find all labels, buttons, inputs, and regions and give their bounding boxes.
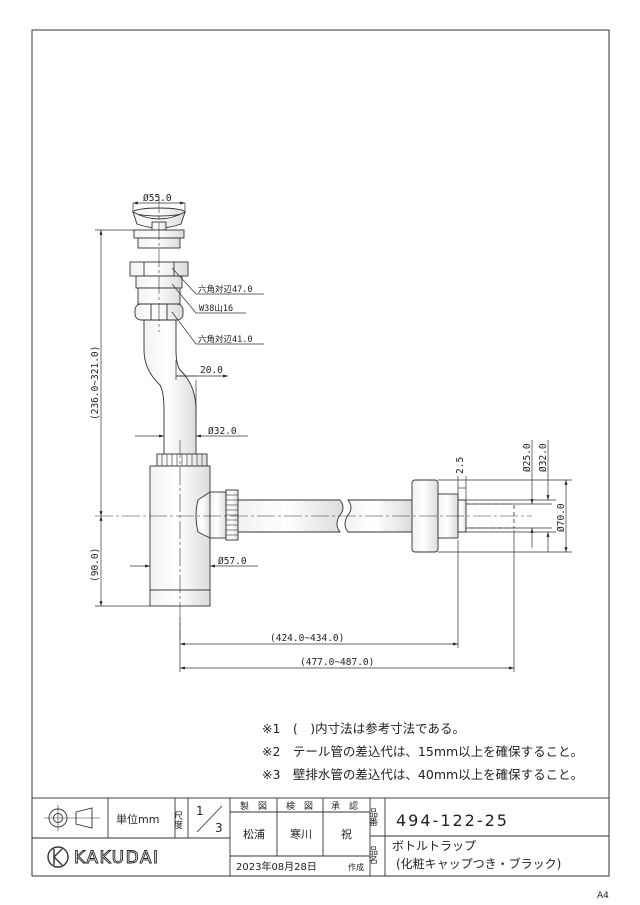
note-2: ※2 テール管の差込代は、15mm以上を確保すること。 [262,744,584,759]
outlet-boss [195,491,211,539]
scale-label: 尺度 [172,811,183,830]
made-by: 松浦 [243,827,265,841]
unit-label: 単位mm [116,812,159,826]
dim-bottom-h: (90.0) [90,548,101,582]
dim-pipe-dia2: Ø32.0 [538,443,549,472]
cap-dome [132,211,186,229]
dim-wall-gap: 2.5 [455,457,466,474]
drawing-date: 2023年08月28日 [236,860,317,873]
title-block [31,797,610,877]
bottle-trap-drawing [129,207,467,607]
part-name-line1: ボトルトラップ [392,839,476,853]
approved-by: 祝 [341,827,352,841]
note-3: ※3 壁排水管の差込代は、40mm以上を確保すること。 [262,767,584,782]
part-no-label: 品番 [367,808,378,826]
dim-len1: (424.0~434.0) [270,633,344,644]
checked-by: 寒川 [290,827,312,841]
center-lines [95,195,532,640]
dim-cap-dia: Ø55.0 [143,193,172,204]
part-no: 494-122-25 [396,811,509,830]
dim-len2: (477.0~487.0) [300,657,374,668]
part-name-line2: (化粧キャップつき・ブラック) [396,856,561,871]
scale-denominator: 3 [215,821,223,835]
scale-numerator: 1 [196,804,204,818]
check-label: 検 図 [286,800,313,812]
kakudai-logo-icon [47,846,69,868]
made-label: 製 図 [240,800,267,812]
dimension-lines [95,201,572,672]
paper-size: A4 [597,891,609,901]
dim-height-range: (236.0~321.0) [90,346,101,420]
dimension-texts: Ø55.0 六角対辺47.0 W38山16 六角対辺41.0 20.0 Ø32.… [90,193,567,668]
title-block-text: 単位mm 尺度 1 3 製 図 検 図 承 認 松浦 寒川 祝 2023年08月… [74,800,562,873]
dim-pipe-dia1: Ø25.0 [522,443,533,472]
dim-hex2: 六角対辺41.0 [198,334,252,345]
note-1: ※1 ( )内寸法は参考寸法である。 [262,721,466,736]
dim-thread: W38山16 [199,303,233,314]
part-name-label: 品名 [367,846,378,865]
brand-name: KAKUDAI [74,848,160,868]
date-suffix: 作成 [348,862,364,872]
tail-pipe [143,319,197,456]
dim-tail-dia: Ø32.0 [208,426,237,437]
dim-hex1: 六角対辺47.0 [198,284,252,295]
outlet-socket [209,491,227,539]
dim-flange-dia: Ø70.0 [556,503,567,532]
dim-body-dia: Ø57.0 [218,556,247,567]
dim-offset: 20.0 [200,365,223,376]
approve-label: 承 認 [331,800,358,812]
